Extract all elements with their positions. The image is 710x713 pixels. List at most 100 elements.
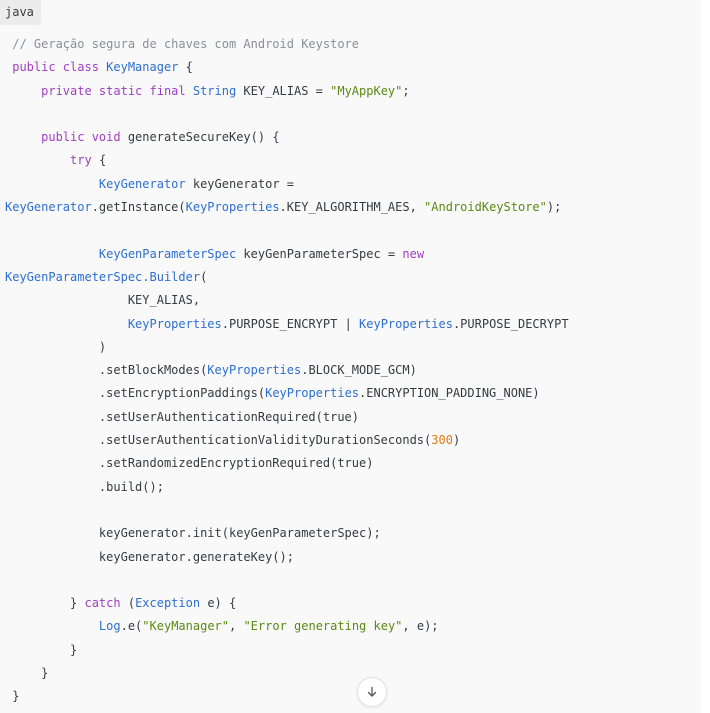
code-token-string: "KeyManager" (142, 619, 229, 634)
code-line: .setBlockModes(KeyProperties.BLOCK_MODE_… (5, 359, 569, 382)
code-token-plain: ) (5, 339, 107, 354)
code-token-type: Log (98, 619, 121, 634)
code-token-string: "Error generating key" (243, 619, 403, 634)
code-token-keyword: public void (41, 130, 128, 145)
code-token-type: KeyProperties (359, 316, 453, 331)
code-line (5, 569, 569, 592)
code-line: ) (5, 336, 569, 359)
code-token-plain: ( (120, 596, 136, 611)
scrollbar-track[interactable] (701, 0, 710, 713)
code-token-plain: .PURPOSE_DECRYPT (452, 316, 569, 331)
code-token-plain: keyGenParameterSpec = (236, 246, 403, 261)
code-token-plain: .e( (120, 619, 143, 634)
code-line: .setUserAuthenticationRequired(true) (5, 406, 569, 429)
code-token-plain (5, 247, 99, 261)
code-token-plain: } (5, 666, 49, 681)
code-line: public class KeyManager { (5, 56, 569, 79)
code-token-keyword: public class (12, 60, 107, 75)
code-line: try { (5, 149, 569, 172)
code-token-plain: KEY_ALIAS, (5, 293, 201, 308)
code-token-plain: .build(); (5, 479, 164, 494)
code-token-plain: } (5, 642, 78, 657)
code-line: KeyProperties.PURPOSE_ENCRYPT | KeyPrope… (5, 313, 569, 336)
code-content[interactable]: // Geração segura de chaves com Android … (5, 33, 569, 709)
code-line: KEY_ALIAS, (5, 289, 569, 312)
code-token-plain: .ENCRYPTION_PADDING_NONE) (359, 386, 540, 401)
arrow-down-icon (367, 686, 377, 697)
code-token-plain: ( (200, 269, 208, 284)
code-token-keyword: new (402, 246, 425, 261)
code-token-type: KeyGenerator (98, 176, 186, 191)
code-line: Log.e("KeyManager", "Error generating ke… (5, 615, 569, 638)
code-line: .setUserAuthenticationValidityDurationSe… (5, 429, 569, 452)
code-token-keyword: catch (84, 596, 121, 611)
code-token-plain: { (178, 60, 193, 75)
code-token-plain: keyGenerator = (185, 176, 294, 191)
code-token-plain: keyGenerator.init(keyGenParameterSpec); (5, 526, 381, 541)
code-token-plain (5, 619, 99, 633)
code-token-string: "AndroidKeyStore" (424, 200, 547, 215)
code-line (5, 499, 569, 522)
code-token-plain: .PURPOSE_ENCRYPT | (221, 316, 360, 331)
code-token-plain: .getInstance( (91, 200, 186, 215)
code-line: } catch (Exception e) { (5, 592, 569, 615)
code-line: keyGenerator.init(keyGenParameterSpec); (5, 522, 569, 545)
code-token-plain (5, 130, 41, 144)
code-token-plain: .setEncryptionPaddings( (5, 386, 266, 401)
code-line: // Geração segura de chaves com Android … (5, 33, 569, 56)
code-token-plain: } (5, 689, 20, 704)
code-token-string: "MyAppKey" (330, 83, 403, 98)
code-token-plain: .setUserAuthenticationValidityDurationSe… (5, 433, 432, 448)
code-token-type: KeyGenParameterSpec.Builder (5, 269, 201, 284)
code-line: public void generateSecureKey() { (5, 126, 569, 149)
code-line: } (5, 662, 569, 685)
code-line: .setRandomizedEncryptionRequired(true) (5, 452, 569, 475)
code-token-type: KeyProperties (265, 386, 360, 401)
code-line: KeyGenerator.getInstance(KeyProperties.K… (5, 196, 569, 219)
code-token-type: String (192, 83, 237, 98)
scroll-to-bottom-button[interactable] (357, 677, 387, 707)
code-token-type: KeyGenerator (5, 200, 92, 215)
code-line (5, 103, 569, 126)
code-token-keyword: try (70, 153, 92, 168)
code-token-keyword: private static final (41, 83, 193, 98)
code-token-plain: , (229, 619, 244, 634)
code-token-plain: ) (452, 433, 461, 448)
code-token-number: 300 (431, 433, 453, 448)
code-token-plain: .setBlockModes( (5, 363, 208, 378)
code-token-plain: e) { (200, 596, 237, 611)
code-token-plain: generateSecureKey() { (127, 130, 280, 145)
code-token-plain: ; (402, 83, 410, 98)
code-line: keyGenerator.generateKey(); (5, 546, 569, 569)
code-line: KeyGenParameterSpec.Builder( (5, 266, 569, 289)
code-line (5, 219, 569, 242)
code-token-plain: .setUserAuthenticationRequired(true) (5, 409, 360, 424)
code-token-type: KeyGenParameterSpec (98, 246, 237, 261)
code-token-type: KeyProperties (185, 200, 280, 215)
code-token-plain (5, 317, 128, 331)
code-token-type: KeyProperties (207, 363, 302, 378)
code-line: } (5, 639, 569, 662)
code-token-plain: .KEY_ALGORITHM_AES, (279, 200, 425, 215)
code-token-plain (5, 177, 99, 191)
code-token-plain: .BLOCK_MODE_GCM) (301, 363, 417, 378)
code-line: KeyGenerator keyGenerator = (5, 173, 569, 196)
code-token-plain: ); (546, 200, 562, 215)
code-token-plain: { (91, 153, 107, 168)
code-token-type: KeyManager (106, 60, 179, 75)
code-token-plain: keyGenerator.generateKey(); (5, 549, 294, 564)
code-language-label: java (0, 0, 41, 25)
code-token-plain: .setRandomizedEncryptionRequired(true) (5, 456, 374, 471)
code-token-type: KeyProperties (127, 316, 222, 331)
code-token-plain: } (5, 596, 85, 611)
code-line: KeyGenParameterSpec keyGenParameterSpec … (5, 243, 569, 266)
code-token-type: Exception (135, 596, 201, 611)
code-line: } (5, 685, 569, 708)
code-token-plain: , e); (402, 619, 439, 634)
code-line: .setEncryptionPaddings(KeyProperties.ENC… (5, 382, 569, 405)
code-token-comment: // Geração segura de chaves com Android … (5, 37, 360, 51)
code-line: .build(); (5, 476, 569, 499)
code-token-plain (5, 84, 41, 98)
code-token-plain (5, 153, 70, 167)
